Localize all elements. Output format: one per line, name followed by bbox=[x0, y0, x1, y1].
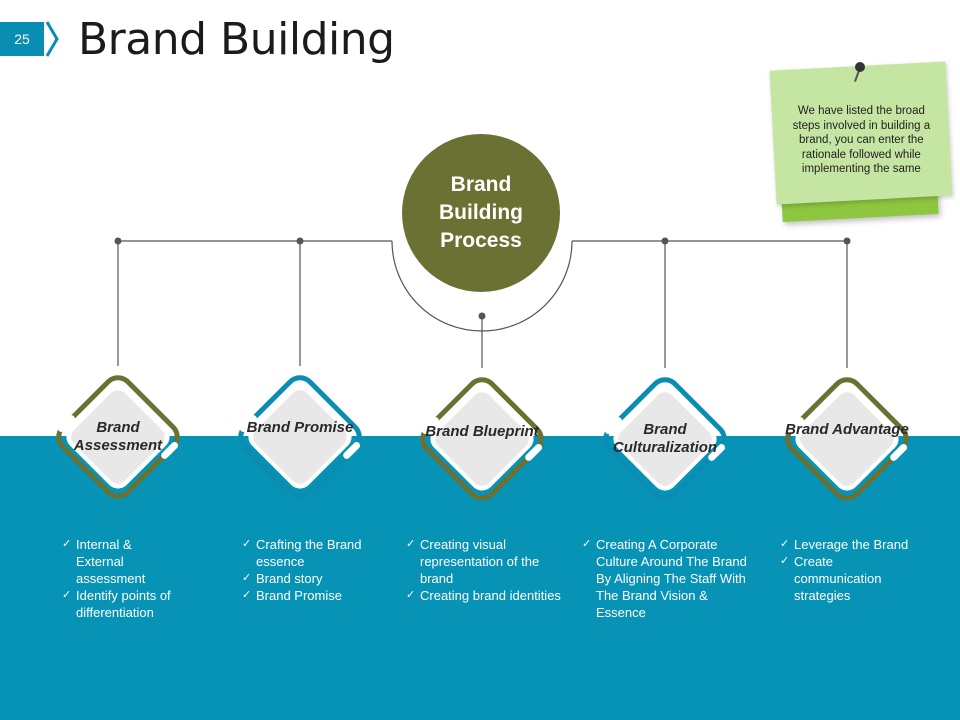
step-label-brand-culturalization: Brand Culturalization bbox=[612, 421, 718, 456]
step-label-brand-blueprint: Brand Blueprint bbox=[425, 423, 539, 440]
connector-dot-4 bbox=[661, 237, 669, 245]
diamond-ring-1 bbox=[56, 375, 180, 499]
bullet-item: Internal & External assessment bbox=[62, 536, 182, 587]
diamond-ring-2 bbox=[238, 375, 362, 499]
bullet-item: Creating brand identities bbox=[406, 587, 566, 604]
connector-dot-2 bbox=[296, 237, 304, 245]
bullet-list-brand-advantage: Leverage the Brand Create communication … bbox=[780, 536, 910, 604]
pushpin-icon bbox=[855, 62, 865, 72]
bullet-list-brand-blueprint: Creating visual representation of the br… bbox=[406, 536, 566, 604]
bullet-list-brand-promise: Crafting the Brand essence Brand story B… bbox=[242, 536, 382, 604]
diamond-ring-5 bbox=[785, 377, 909, 501]
connector-dot-1 bbox=[114, 237, 122, 245]
step-label-brand-promise: Brand Promise bbox=[246, 419, 354, 436]
connector-dot-3 bbox=[478, 312, 486, 320]
diamond-fill-5 bbox=[800, 392, 894, 486]
bullet-item: Creating visual representation of the br… bbox=[406, 536, 566, 587]
center-process-label: Brand Building Process bbox=[439, 173, 523, 252]
bullet-item: Creating A Corporate Culture Around The … bbox=[582, 536, 747, 621]
diamond-fill-3 bbox=[435, 392, 529, 486]
diamond-ring-3 bbox=[420, 377, 544, 501]
bullet-item: Brand Promise bbox=[242, 587, 382, 604]
page-number-badge: 25 bbox=[0, 22, 44, 56]
diamond-fill-2 bbox=[253, 390, 347, 484]
bullet-item: Crafting the Brand essence bbox=[242, 536, 382, 570]
diamond-fill-4 bbox=[618, 392, 712, 486]
bullet-item: Leverage the Brand bbox=[780, 536, 910, 553]
bullet-item: Identify points of differentiation bbox=[62, 587, 182, 621]
bullet-list-brand-culturalization: Creating A Corporate Culture Around The … bbox=[582, 536, 747, 621]
slide-title: Brand Building bbox=[78, 14, 395, 65]
sticky-note: We have listed the broad steps involved … bbox=[769, 61, 953, 205]
chevron-right-icon bbox=[45, 21, 59, 57]
bullet-list-brand-assessment: Internal & External assessment Identify … bbox=[62, 536, 182, 621]
sticky-note-text: We have listed the broad steps involved … bbox=[792, 104, 931, 175]
diamond-fill-1 bbox=[71, 390, 165, 484]
bullet-item: Brand story bbox=[242, 570, 382, 587]
center-process-circle: Brand Building Process bbox=[402, 134, 560, 292]
connector-dot-5 bbox=[843, 237, 851, 245]
step-label-brand-advantage: Brand Advantage bbox=[785, 421, 909, 438]
step-label-brand-assessment: Brand Assessment bbox=[73, 419, 163, 454]
bullet-item: Create communication strategies bbox=[780, 553, 910, 604]
diamond-ring-4 bbox=[603, 377, 727, 501]
